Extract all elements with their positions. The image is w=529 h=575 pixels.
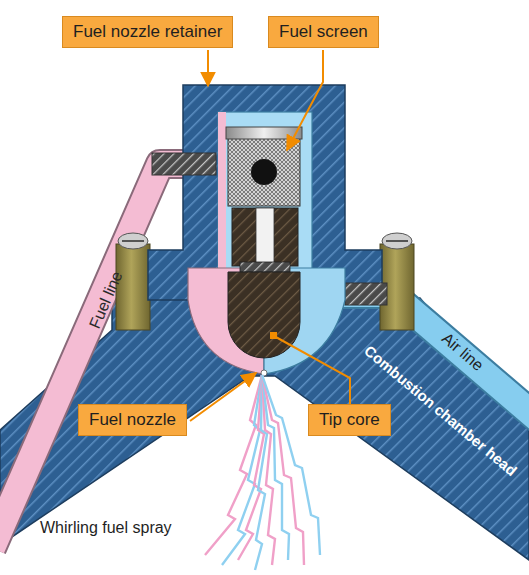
bolt-slot bbox=[386, 240, 408, 242]
fuel-passage bbox=[218, 112, 226, 272]
core-thread bbox=[240, 262, 290, 272]
callout-text: Fuel screen bbox=[279, 21, 368, 43]
leader-line bbox=[274, 336, 350, 404]
leader-line bbox=[287, 50, 323, 150]
callout-box: Fuel nozzle bbox=[78, 404, 187, 436]
callout-text: Fuel nozzle bbox=[89, 409, 176, 431]
fuel-line-outline bbox=[0, 164, 190, 548]
spray-streak bbox=[262, 375, 320, 555]
fuel-spray bbox=[205, 375, 320, 570]
air-line-fitting bbox=[345, 283, 387, 305]
bolt-slot bbox=[122, 240, 144, 242]
callout-box: Tip core bbox=[308, 404, 391, 436]
callout-text: Fuel nozzle retainer bbox=[73, 21, 222, 43]
part-label: Whirling fuel spray bbox=[40, 519, 172, 537]
nozzle-retainer bbox=[148, 85, 382, 300]
nozzle-cavity bbox=[218, 112, 312, 272]
spray-streak bbox=[262, 375, 289, 560]
spray-streak bbox=[262, 375, 304, 565]
fuel-screen-cap bbox=[226, 127, 302, 139]
fuel-screen-mesh bbox=[228, 138, 300, 206]
bolt-head bbox=[382, 233, 412, 249]
callout-text: Tip core bbox=[319, 409, 380, 431]
bolt-head bbox=[118, 233, 148, 249]
callout-box: Fuel screen bbox=[268, 16, 379, 48]
fuel-line-fitting bbox=[152, 153, 216, 175]
callout-box: Fuel nozzle retainer bbox=[62, 16, 233, 48]
spray-streak bbox=[205, 375, 262, 555]
fuel-line-pipe bbox=[0, 164, 190, 548]
leader-dot bbox=[270, 332, 277, 339]
fuel-screen-hole bbox=[251, 159, 277, 185]
leader-line bbox=[190, 373, 256, 421]
core-channel bbox=[256, 208, 274, 268]
spray-streak bbox=[238, 375, 264, 560]
leader-line bbox=[207, 50, 209, 86]
